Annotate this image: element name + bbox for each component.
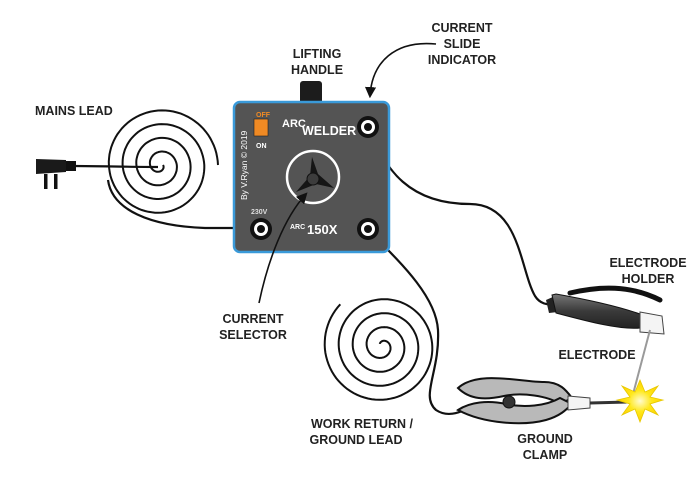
- power-switch[interactable]: [253, 118, 269, 137]
- mains-lead: [36, 109, 250, 230]
- mains-input-socket: [250, 218, 272, 240]
- electrode-label: ELECTRODE: [558, 348, 635, 362]
- work-return-label-1: WORK RETURN /: [311, 417, 414, 431]
- voltage-label: 230V: [251, 209, 268, 216]
- work-return-lead: [323, 231, 471, 416]
- electrode-holder[interactable]: [546, 285, 665, 399]
- ground-clamp-label-2: CLAMP: [523, 448, 567, 462]
- current-slide-indicator-arrow: [364, 42, 437, 99]
- current-slide-indicator-label-1: CURRENT: [431, 21, 492, 35]
- mains-lead-to-plug: [73, 164, 159, 169]
- model-small: ARC: [290, 224, 305, 231]
- ground-lead-coil: [323, 298, 434, 401]
- current-slide-indicator-label-3: INDICATOR: [428, 53, 496, 67]
- welder-title-small: ARC: [282, 118, 306, 130]
- model-number: 150X: [307, 222, 338, 237]
- credit-text: By V.Ryan © 2019: [239, 130, 249, 200]
- current-selector-label-1: CURRENT: [222, 312, 283, 326]
- electrode-holder-label-1: ELECTRODE: [609, 256, 686, 270]
- work-return-label-2: GROUND LEAD: [309, 433, 402, 447]
- current-selector-label-2: SELECTOR: [219, 328, 287, 342]
- electrode-holder-label-2: HOLDER: [622, 272, 675, 286]
- lifting-handle-label-2: HANDLE: [291, 63, 343, 77]
- welder-unit: OFF ON By V.Ryan © 2019 ARC WELDER ARC 1…: [232, 81, 391, 254]
- ground-clamp[interactable]: [456, 377, 629, 425]
- mains-lead-to-socket: [106, 179, 250, 230]
- lifting-handle-label-1: LIFTING: [293, 47, 342, 61]
- ground-clamp-label-1: GROUND: [517, 432, 573, 446]
- welder-title: WELDER: [302, 124, 356, 138]
- current-selector-arrow: [258, 192, 308, 304]
- mains-lead-label: MAINS LEAD: [35, 104, 113, 118]
- electrode-output-socket[interactable]: [357, 116, 379, 138]
- mains-plug-icon: [36, 159, 76, 189]
- arc-spark-icon: [615, 378, 665, 424]
- ground-lead-from-socket: [369, 231, 471, 416]
- ground-output-socket[interactable]: [357, 218, 379, 240]
- electrode-cable: [368, 127, 553, 306]
- current-slide-indicator-label-2: SLIDE: [444, 37, 481, 51]
- switch-on-label: ON: [256, 143, 267, 150]
- current-selector-dial[interactable]: [285, 149, 341, 205]
- mains-lead-coil: [107, 109, 219, 214]
- switch-off-label: OFF: [256, 112, 271, 119]
